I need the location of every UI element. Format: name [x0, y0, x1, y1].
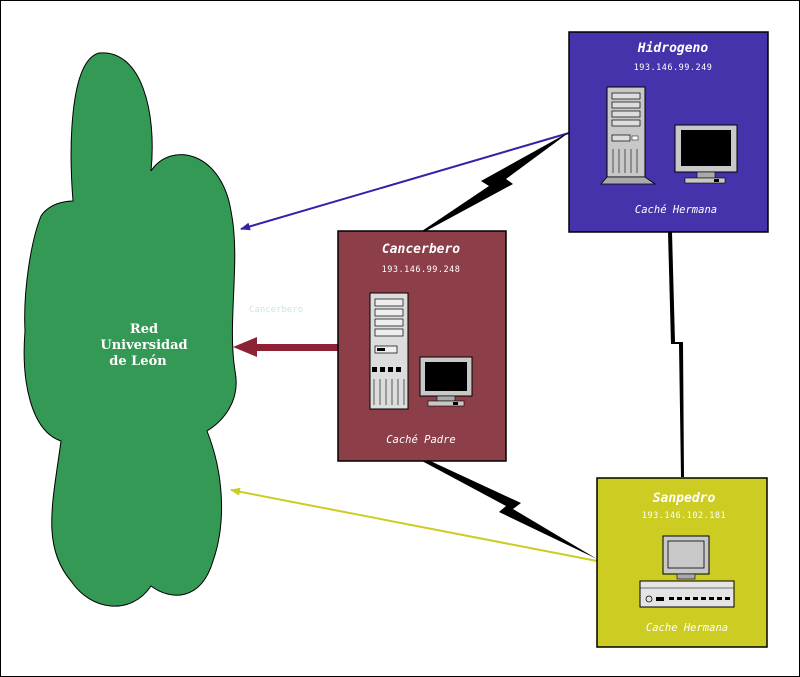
- server-tower-icon: [600, 86, 657, 185]
- sanpedro-ip: 193.146.102.181: [642, 511, 726, 521]
- cancerbero-ip: 193.146.99.248: [382, 265, 461, 275]
- red-universidad-cloud: Red Universidad de León: [23, 52, 237, 607]
- node-hidrogeno: Hidrogeno 193.146.99.249 Caché Herma: [568, 31, 769, 233]
- cancerbero-title: Cancerbero: [382, 242, 460, 257]
- link-hidrogeno-sanpedro: [668, 232, 684, 477]
- cancerbero-arrow: [233, 337, 339, 357]
- pc-tower-icon: [369, 292, 409, 410]
- desktop-computer-icon: [639, 535, 735, 608]
- cancerbero-role: Caché Padre: [386, 434, 456, 446]
- cloud-shape: [23, 52, 237, 607]
- ghost-label: Cancerbero: [249, 305, 303, 315]
- cloud-label-line-1: Red: [130, 322, 158, 337]
- cloud-label-line-2: Universidad: [100, 338, 187, 353]
- monitor-icon: [419, 356, 473, 407]
- sanpedro-arrow: [230, 487, 598, 562]
- sanpedro-role: Cache Hermana: [646, 622, 728, 634]
- sanpedro-title: Sanpedro: [653, 491, 716, 506]
- hidrogeno-title: Hidrogeno: [637, 41, 709, 56]
- cloud-label-line-3: de León: [109, 354, 167, 369]
- hidrogeno-role: Caché Hermana: [635, 204, 717, 216]
- hidrogeno-arrow: [240, 132, 570, 231]
- node-cancerbero: Cancerbero 193.146.99.248: [337, 230, 507, 462]
- link-hidrogeno-cancerbero: [422, 131, 571, 231]
- node-sanpedro: Sanpedro 193.146.102.181 Cache Hermana: [596, 477, 768, 648]
- monitor-icon: [674, 124, 738, 184]
- hidrogeno-ip: 193.146.99.249: [634, 63, 713, 73]
- link-cancerbero-sanpedro: [422, 459, 597, 559]
